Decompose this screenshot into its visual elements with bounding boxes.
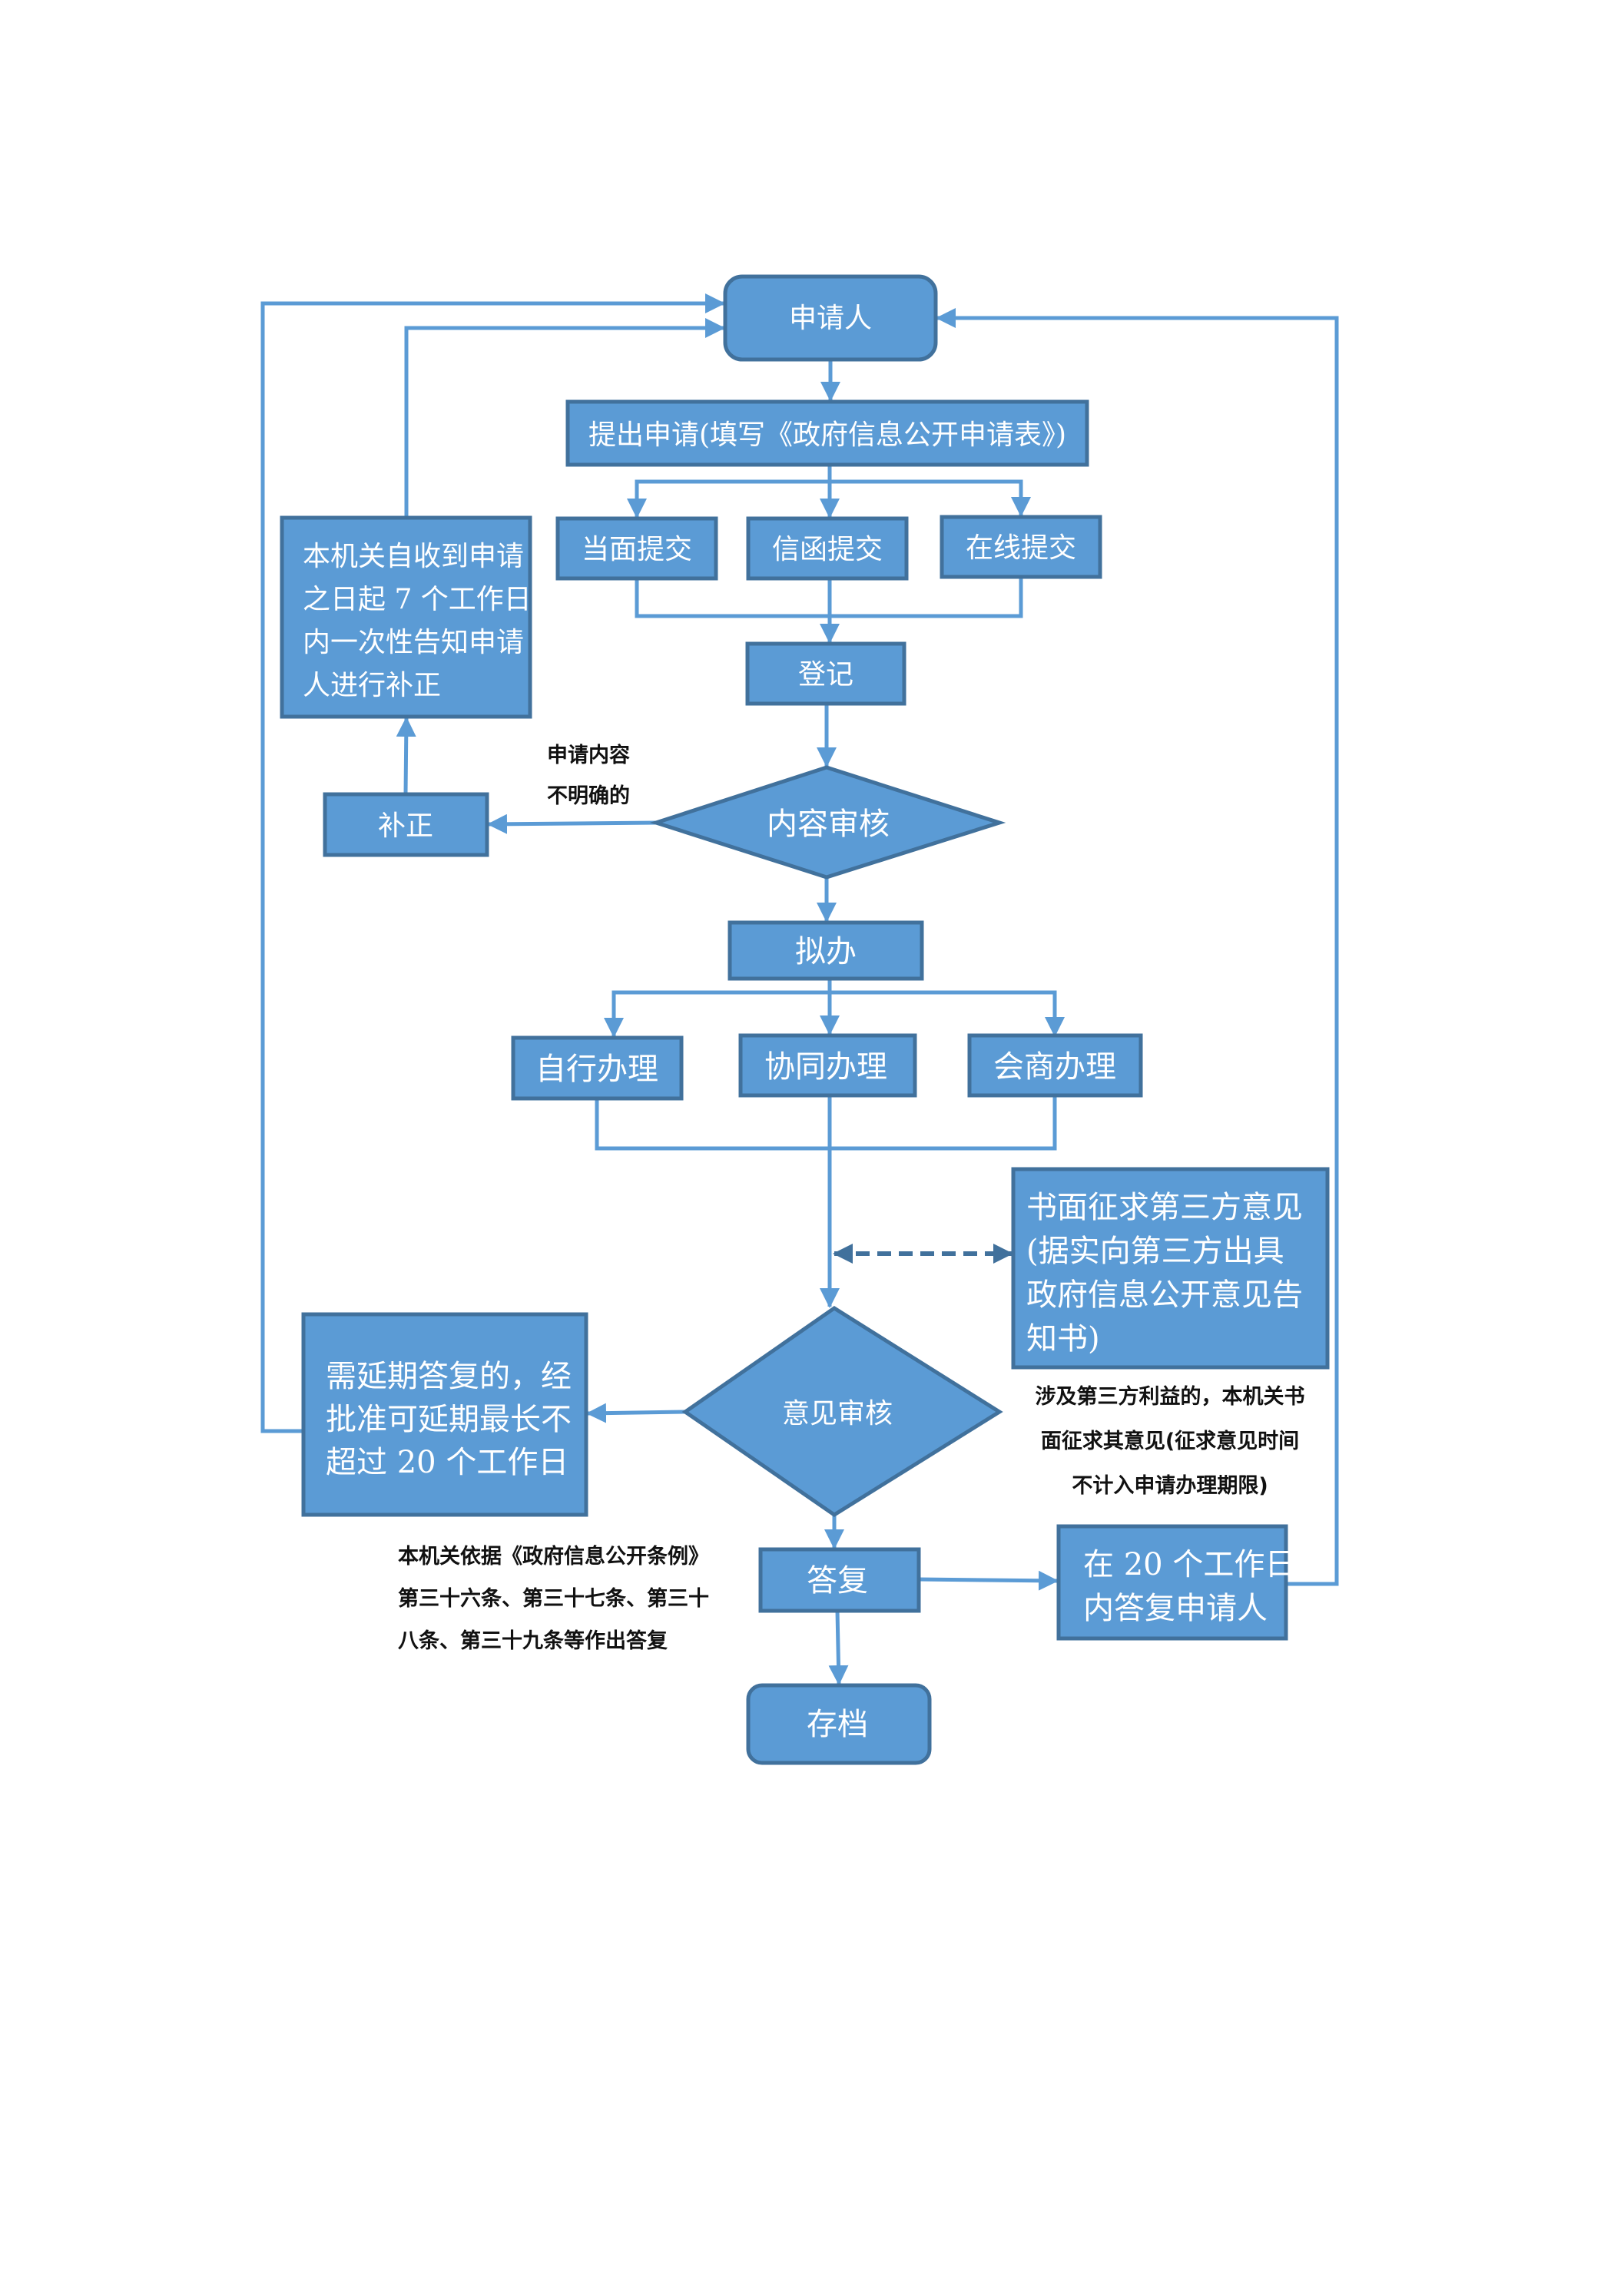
notice-line-2: 之日起 7 个工作日 (303, 584, 532, 615)
node-online: 在线提交 (940, 515, 1102, 579)
node-opinion-review-label: 意见审核 (782, 1398, 893, 1430)
node-content-review-label: 内容审核 (767, 807, 890, 842)
arrow-notice-to-applicant (404, 318, 725, 518)
node-joint-handle-label: 协同办理 (764, 1049, 887, 1085)
node-by-mail: 信函提交 (746, 516, 909, 581)
arrow-reply-to-deadline (918, 1570, 1059, 1591)
node-extension: 需延期答复的，经 批准可延期最长不 超过 20 个工作日 (301, 1312, 588, 1517)
arrow-submit-to-online (830, 479, 1031, 517)
node-content-review: 内容审核 (649, 765, 1006, 880)
arrow-review-to-extension (586, 1403, 686, 1423)
node-in-person-label: 当面提交 (582, 534, 692, 565)
arrow-review-to-correction (487, 813, 658, 834)
node-reply-label: 答复 (807, 1563, 868, 1599)
arrow-submit-to-in-person (627, 479, 830, 519)
deadline-line-2: 内答复申请人 (1083, 1591, 1268, 1626)
node-joint-handle: 协同办理 (738, 1033, 917, 1098)
arrow-draft-to-self (604, 990, 830, 1038)
third-party-line-2: (据实向第三方出具 (1026, 1234, 1284, 1269)
note-unclear-line-1: 申请内容 (547, 743, 630, 767)
third-party-line-3: 政府信息公开意见告 (1026, 1277, 1303, 1313)
node-consult-handle-label: 会商办理 (993, 1049, 1116, 1085)
third-party-line-4: 知书) (1026, 1321, 1100, 1357)
notice-line-4: 人进行补正 (303, 670, 441, 701)
node-submit: 提出申请(填写《政府信息公开申请表》) (565, 399, 1089, 467)
note-legal-line-3: 八条、第三十九条等作出答复 (398, 1628, 668, 1653)
node-in-person: 当面提交 (555, 516, 718, 581)
extension-line-3: 超过 20 个工作日 (326, 1445, 568, 1480)
node-register: 登记 (745, 641, 906, 706)
node-submit-label: 提出申请(填写《政府信息公开申请表》) (588, 419, 1066, 451)
node-applicant-label: 申请人 (789, 303, 872, 334)
deadline-line-1: 在 20 个工作日 (1083, 1547, 1295, 1582)
note-unclear-line-2: 不明确的 (547, 784, 630, 808)
node-register-label: 登记 (798, 659, 853, 691)
note-unclear: 申请内容 不明确的 (547, 743, 630, 808)
node-opinion-review: 意见审核 (681, 1306, 1003, 1517)
note-third-party: 涉及第三方利益的，本机关书 面征求其意见(征求意见时间 不计入申请办理期限) (1036, 1384, 1305, 1498)
extension-line-2: 批准可延期最长不 (326, 1402, 572, 1437)
node-correction-label: 补正 (378, 810, 433, 842)
note-third-party-line-1: 涉及第三方利益的，本机关书 (1036, 1384, 1305, 1409)
arrow-reply-to-archive (828, 1610, 849, 1685)
notice-line-3: 内一次性告知申请 (303, 627, 524, 658)
node-draft: 拟办 (727, 920, 924, 981)
node-correction-notice: 本机关自收到申请 之日起 7 个工作日 内一次性告知申请 人进行补正 (280, 515, 532, 719)
node-reply: 答复 (758, 1547, 921, 1613)
extension-line-1: 需延期答复的，经 (326, 1359, 572, 1394)
notice-line-1: 本机关自收到申请 (303, 541, 524, 572)
third-party-line-1: 书面征求第三方意见 (1026, 1190, 1303, 1225)
node-archive: 存档 (746, 1683, 932, 1765)
connectors (260, 293, 1339, 1685)
node-self-handle: 自行办理 (511, 1035, 684, 1101)
node-by-mail-label: 信函提交 (772, 534, 883, 565)
arrow-draft-to-consult (830, 990, 1065, 1037)
node-third-party: 书面征求第三方意见 (据实向第三方出具 政府信息公开意见告 知书) (1011, 1167, 1330, 1370)
node-self-handle-label: 自行办理 (535, 1052, 658, 1087)
note-legal-basis: 本机关依据《政府信息公开条例》 第三十六条、第三十七条、第三十 八条、第三十九条… (398, 1544, 709, 1653)
node-draft-label: 拟办 (795, 934, 857, 969)
note-third-party-line-2: 面征求其意见(征求意见时间 (1041, 1429, 1299, 1453)
node-reply-deadline: 在 20 个工作日 内答复申请人 (1056, 1524, 1295, 1641)
arrow-extension-to-applicant (260, 293, 725, 1433)
node-correction: 补正 (323, 792, 489, 857)
arrow-deadline-to-applicant (936, 308, 1339, 1586)
note-legal-line-1: 本机关依据《政府信息公开条例》 (398, 1544, 709, 1569)
node-archive-label: 存档 (807, 1707, 868, 1742)
note-legal-line-2: 第三十六条、第三十七条、第三十 (398, 1586, 709, 1611)
note-third-party-line-3: 不计入申请办理期限) (1072, 1474, 1268, 1498)
merge-line-handle (595, 1095, 1057, 1151)
node-applicant: 申请人 (723, 274, 938, 362)
node-consult-handle: 会商办理 (967, 1033, 1143, 1098)
node-online-label: 在线提交 (966, 532, 1076, 564)
